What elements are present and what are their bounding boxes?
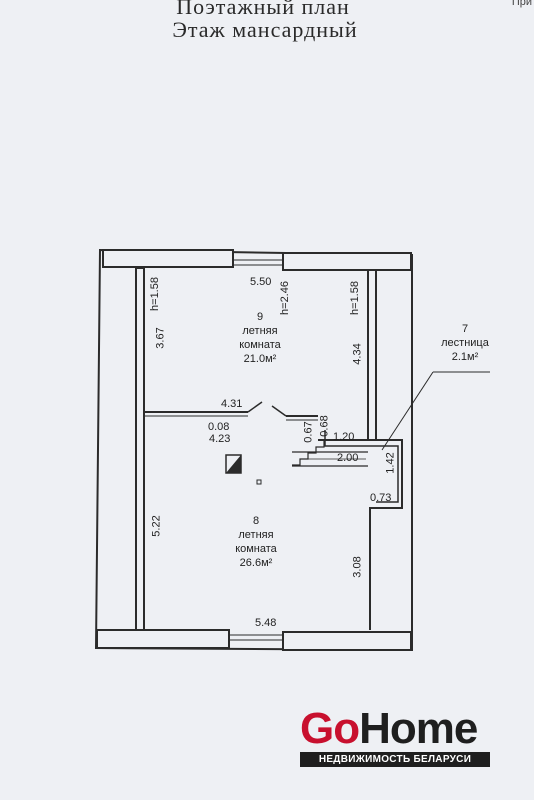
- logo-subtitle: НЕДВИЖИМОСТЬ БЕЛАРУСИ: [300, 752, 490, 767]
- stair-box-inner: [324, 430, 399, 503]
- room-7-label: 7 лестница 2.1м²: [430, 322, 500, 364]
- room-7-name: лестница: [441, 337, 489, 349]
- door-swing-right: [271, 405, 287, 417]
- dim-stair-gap2: 0.68: [318, 415, 331, 437]
- room-8-name: летняя: [238, 529, 274, 541]
- dim-bottom-width: 5.48: [255, 617, 277, 629]
- dim-upper-left-depth: 3.67: [154, 327, 167, 349]
- stair-box: [318, 439, 403, 630]
- room-8-name2: комната: [235, 543, 277, 555]
- gohome-logo: GoHome НЕДВИЖИМОСТЬ БЕЛАРУСИ: [300, 704, 490, 767]
- dim-partition-left: 4.31: [221, 398, 243, 410]
- dim-stair-length: 2.00: [337, 452, 359, 464]
- dim-partition-small: 0.08: [208, 421, 230, 433]
- dim-right-height: h=1.58: [348, 281, 361, 315]
- dim-upper-right-depth: 4.34: [351, 343, 364, 365]
- dim-top-width: 5.50: [250, 276, 272, 288]
- dim-partition-lower: 4.23: [209, 433, 231, 445]
- top-window-right: [282, 252, 412, 271]
- room-7-area: 2.1м²: [451, 351, 479, 363]
- stair-steps: [292, 441, 325, 466]
- inner-right-wall-upper: [367, 269, 377, 441]
- room-9-name2: комната: [239, 339, 281, 351]
- top-window-left: [102, 249, 234, 268]
- room-9-label: 9 летняя комната 21.0м²: [220, 310, 300, 366]
- small-square-marker: [256, 479, 262, 485]
- dim-lower-right-depth: 3.08: [351, 556, 364, 578]
- room-8-number: 8: [252, 515, 260, 527]
- logo-wordmark: GoHome: [300, 704, 490, 754]
- plan-subtitle: Этаж мансардный: [172, 17, 358, 42]
- plan-title: Поэтажный план: [176, 0, 350, 19]
- logo-go: Go: [300, 704, 360, 753]
- door-swing-left: [247, 401, 263, 413]
- logo-home: Home: [359, 704, 478, 753]
- room-8-label: 8 летняя комната 26.6м²: [216, 514, 296, 570]
- room-9-number: 9: [256, 311, 264, 323]
- corner-text: При: [511, 0, 532, 8]
- vent-symbol-fill: [226, 455, 241, 473]
- room-9-area: 21.0м²: [243, 353, 277, 365]
- room-7-number: 7: [461, 323, 469, 335]
- dim-lower-left-depth: 5.22: [150, 515, 163, 537]
- dim-stair-side: 1.42: [384, 452, 397, 474]
- dim-stair-top: 1.20: [333, 431, 355, 443]
- dim-left-height: h=1.58: [148, 277, 161, 311]
- room-9-name: летняя: [242, 325, 278, 337]
- inner-left-wall: [135, 267, 145, 631]
- bottom-window-left: [96, 629, 230, 649]
- dim-stair-gap1: 0.67: [302, 421, 315, 443]
- bottom-window-right: [282, 631, 412, 651]
- room-8-area: 26.6м²: [239, 557, 273, 569]
- dim-stair-notch: 0.73: [370, 492, 392, 504]
- stair-leader-diag: [381, 371, 434, 451]
